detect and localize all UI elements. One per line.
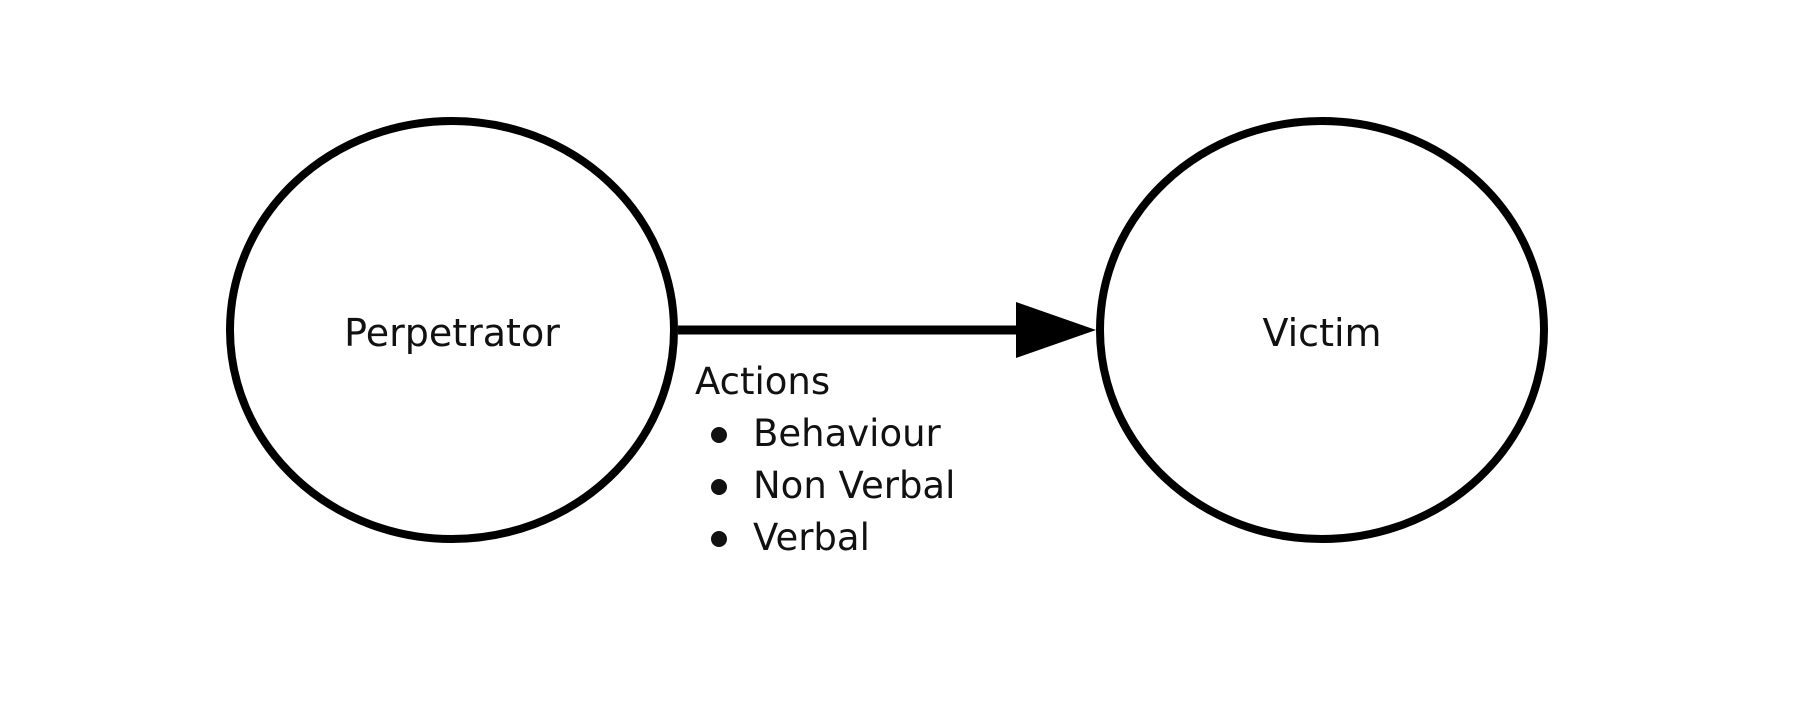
- bullet-icon: [711, 531, 727, 547]
- bullet-icon: [711, 427, 727, 443]
- perpetrator-label: Perpetrator: [344, 311, 560, 355]
- perpetrator-node: [226, 117, 678, 543]
- actions-list: Behaviour Non Verbal Verbal: [695, 408, 955, 564]
- victim-label: Victim: [1262, 311, 1382, 355]
- victim-node: [1096, 117, 1548, 543]
- action-item-verbal: Verbal: [695, 512, 955, 564]
- action-item-label: Non Verbal: [753, 464, 956, 507]
- actions-annotation: Actions Behaviour Non Verbal Verbal: [695, 356, 955, 564]
- action-item-label: Verbal: [753, 516, 870, 559]
- bullet-icon: [711, 479, 727, 495]
- action-item-behaviour: Behaviour: [695, 408, 955, 460]
- action-item-non-verbal: Non Verbal: [695, 460, 955, 512]
- actions-arrowhead: [1016, 302, 1096, 358]
- actions-title: Actions: [695, 360, 831, 403]
- action-item-label: Behaviour: [753, 412, 941, 455]
